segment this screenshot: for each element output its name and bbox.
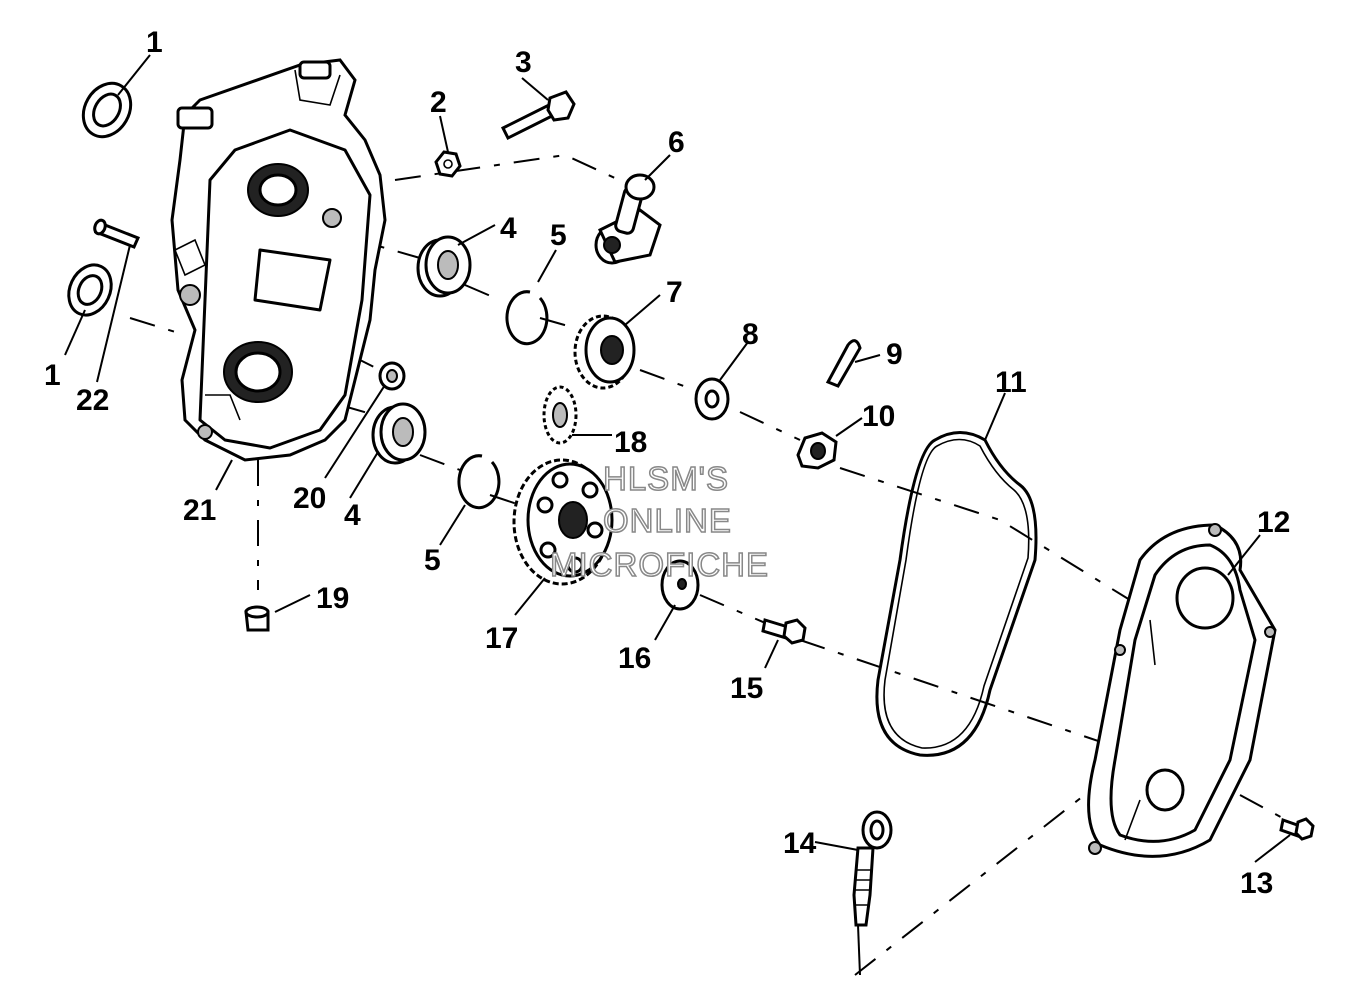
leader-lines: [64, 54, 1291, 976]
callout-4-upper: 4: [500, 212, 517, 245]
callout-21: 21: [183, 494, 216, 527]
callout-7: 7: [666, 276, 683, 309]
part-14-dipstick: [852, 810, 893, 927]
part-16-thrust-washer: [660, 559, 700, 611]
callout-1-top: 1: [146, 26, 163, 59]
callout-10: 10: [862, 400, 895, 433]
part-6-shift-arm: [594, 173, 662, 265]
part-12-gear-cover: [1087, 523, 1277, 858]
callout-11: 11: [995, 366, 1027, 399]
callout-16: 16: [618, 642, 651, 675]
watermark: HLSM'S ONLINE MICROFICHE: [549, 459, 769, 584]
callout-12: 12: [1257, 506, 1290, 539]
part-5-retaining-ring-upper: [505, 290, 549, 346]
part-15-hex-bolt: [761, 618, 807, 645]
callout-8: 8: [742, 318, 759, 351]
part-11-gasket: [875, 431, 1038, 757]
part-8-washer: [694, 377, 730, 421]
part-10-castle-nut: [796, 431, 838, 470]
part-4-bearing-lower: [371, 402, 427, 465]
part-18-sprocket: [542, 385, 578, 445]
part-1-oil-seal-bottom: [67, 263, 113, 317]
callout-6: 6: [668, 126, 685, 159]
callout-1-bottom: 1: [44, 359, 61, 392]
watermark-line-3: MICROFICHE: [550, 546, 769, 583]
callout-3: 3: [515, 46, 532, 79]
part-3-bolt: [500, 90, 576, 141]
callout-17: 17: [485, 622, 518, 655]
part-17-large-gear: [512, 458, 614, 586]
watermark-line-2: ONLINE: [603, 502, 732, 539]
part-5-retaining-ring-lower: [457, 454, 501, 510]
callout-labels: 1 1 2 3 4 4 5 5 6 7 8 9 10 11 12 13 14 1…: [44, 26, 1290, 900]
callout-18: 18: [614, 426, 647, 459]
part-7-drive-gear: [573, 314, 636, 390]
callout-5-upper: 5: [550, 219, 567, 252]
callout-19: 19: [316, 582, 349, 615]
part-19-cap: [244, 605, 270, 632]
part-2-hex-nut: [434, 150, 462, 178]
part-20-drain-plug: [378, 361, 406, 391]
callout-13: 13: [1240, 867, 1273, 900]
part-9-cotter-pin: [825, 339, 862, 388]
watermark-line-1: HLSM'S: [603, 460, 729, 497]
callout-22: 22: [76, 384, 109, 417]
callout-2: 2: [430, 86, 447, 119]
part-13-screw: [1279, 817, 1315, 841]
callout-14: 14: [783, 827, 817, 860]
part-1-oil-seal-top: [81, 81, 133, 139]
part-22-dowel-pin: [93, 218, 141, 249]
part-21-gear-case: [170, 58, 387, 462]
callout-9: 9: [886, 338, 903, 371]
callout-5-lower: 5: [424, 544, 441, 577]
callout-4-lower: 4: [344, 499, 361, 532]
callout-15: 15: [730, 672, 763, 705]
part-4-bearing-upper: [416, 235, 472, 298]
callout-20: 20: [293, 482, 326, 515]
